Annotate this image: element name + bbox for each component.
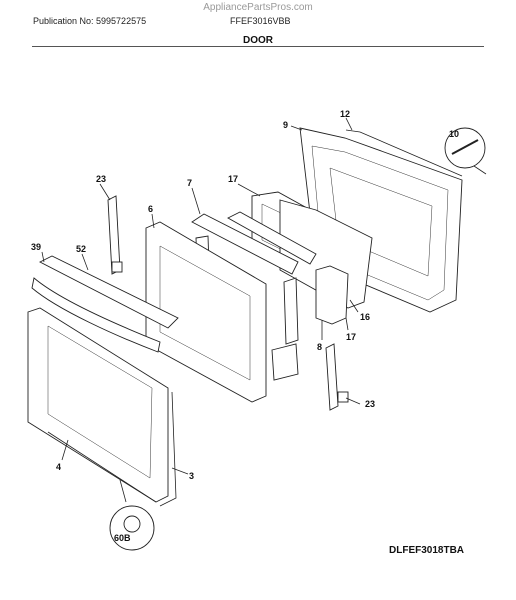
section-title: DOOR (243, 35, 273, 46)
callout-6: 6 (148, 204, 153, 214)
part-23-hinge-right (325, 343, 349, 411)
diagram-code: DLFEF3018TBA (389, 545, 465, 556)
callout-3: 3 (189, 471, 194, 481)
callout-23-right: 23 (365, 399, 375, 409)
callout-10: 10 (449, 129, 459, 139)
part-3-door-trim (47, 391, 177, 507)
callout-9: 9 (283, 120, 288, 130)
callout-labels: 12 9 10 23 7 17 6 39 52 16 8 17 23 4 3 6… (31, 109, 459, 543)
callout-17-lower: 17 (346, 332, 356, 342)
callout-7: 7 (187, 178, 192, 188)
callout-23-left: 23 (96, 174, 106, 184)
callout-4: 4 (56, 462, 61, 472)
model-number: FFEF3016VBB (230, 16, 291, 26)
part-23-hinge-left (107, 195, 123, 275)
callout-39: 39 (31, 242, 41, 252)
part-10-screw (444, 127, 487, 175)
part-16-glass (279, 199, 373, 309)
callout-60b: 60B (114, 533, 131, 543)
callout-17-upper: 17 (228, 174, 238, 184)
callout-8: 8 (317, 342, 322, 352)
part-8-glass-lower (315, 265, 349, 325)
callout-52: 52 (76, 244, 86, 254)
callout-12: 12 (340, 109, 350, 119)
publication-number: Publication No: 5995722575 (33, 16, 147, 26)
watermark: AppliancePartsPros.com (203, 2, 313, 13)
part-52-vent-trim (39, 255, 179, 329)
header-divider (32, 46, 484, 47)
leader-lines (41, 117, 361, 503)
part-4-outer-door-panel (27, 307, 169, 503)
part-12-door-gasket (345, 129, 463, 177)
part-60b-screw (109, 505, 155, 551)
part-39-handle (31, 277, 161, 353)
callout-16: 16 (360, 312, 370, 322)
